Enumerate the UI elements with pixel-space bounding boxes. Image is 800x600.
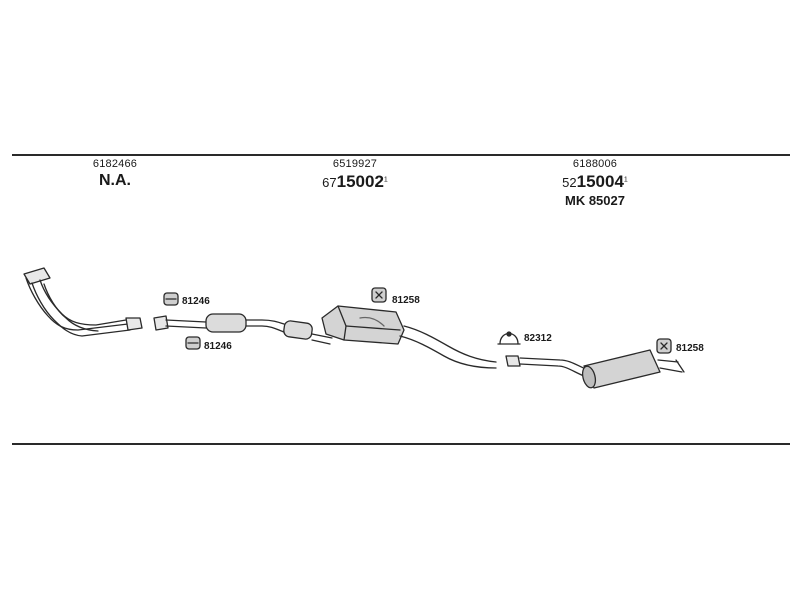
callout-clamp-rear: 82312 [524,333,552,344]
front-pipe-drawing [23,267,143,337]
top-divider [12,154,790,156]
part-number-line: 52150041 [530,172,660,192]
middle-silencer-drawing [321,305,497,369]
part-number-line: 67150021 [290,172,420,192]
clamp-upper-icon [163,292,179,306]
intermediate-pipe-drawing [153,313,333,345]
callout-hanger-rear: 81258 [676,343,704,354]
mounting-kit-label: MK 85027 [565,193,625,208]
section-middle-silencer: 6519927 67150021 [290,158,420,192]
part-superscript: 1 [383,176,388,184]
callout-hanger-mid: 81258 [392,295,420,306]
hanger-mid-icon [371,287,387,303]
callout-clamp-lower: 81246 [204,341,232,352]
section-front-pipe: 6182466 N.A. [60,158,170,190]
part-number: 15002 [336,172,384,191]
section-rear-silencer: 6188006 52150041 MK 85027 [530,158,660,208]
hanger-rear-icon [656,338,672,354]
oe-number: 6182466 [92,158,138,170]
part-prefix: 67 [322,175,337,190]
part-superscript: 1 [623,176,628,184]
part-prefix: 52 [562,175,577,190]
clamp-lower-icon [185,336,201,350]
part-label: N.A. [99,172,131,189]
oe-number: 6188006 [572,158,618,170]
part-number: 15004 [576,172,624,191]
clamp-rear-icon [497,331,521,345]
oe-number: 6519927 [332,158,378,170]
callout-clamp-upper: 81246 [182,296,210,307]
bottom-divider [12,443,790,445]
rear-silencer-drawing [505,349,685,389]
